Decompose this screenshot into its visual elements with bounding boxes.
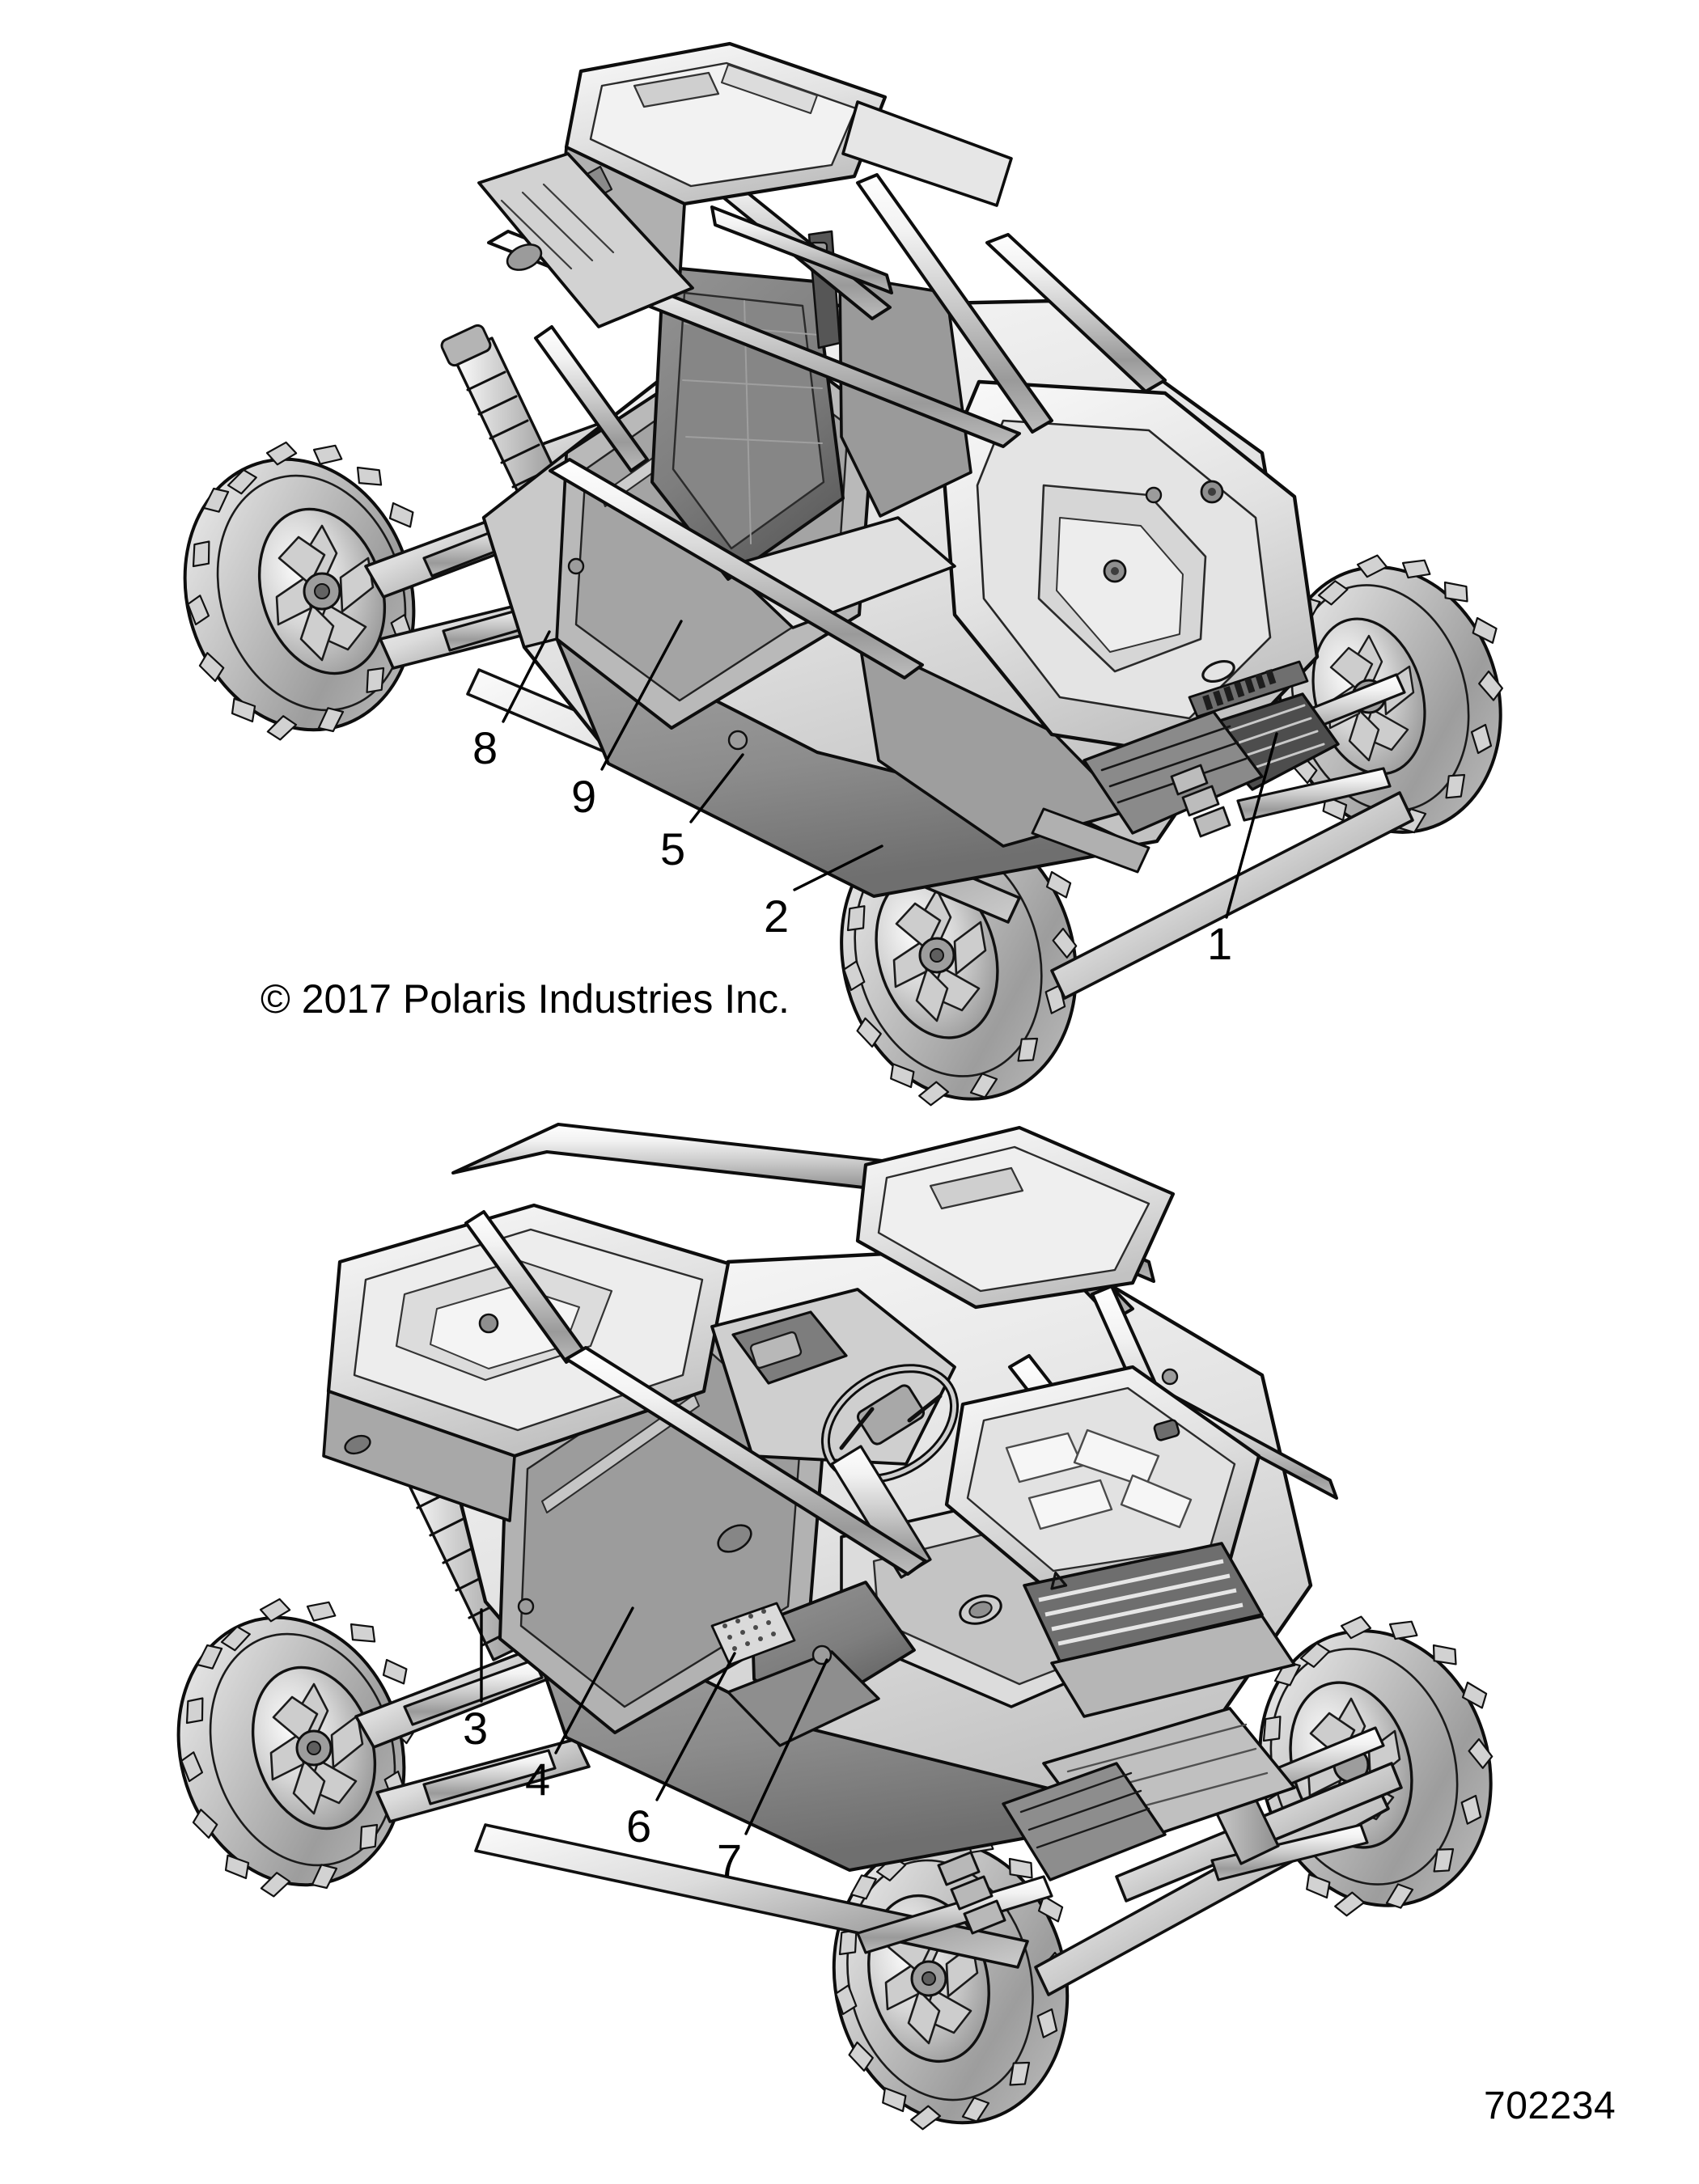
wheel-right-lower <box>1257 1614 1496 1919</box>
underbody-lower <box>710 1594 1296 1935</box>
dash-steering-lower <box>710 1288 960 1579</box>
mesh-screen-lower <box>710 1602 796 1666</box>
rear-deck-upper <box>477 152 694 328</box>
chassis-tubes-upper <box>364 346 1414 1000</box>
callout-number-3: 3 <box>463 1703 488 1754</box>
leader-4 <box>554 1606 634 1754</box>
suspension-links-lower <box>403 1658 1385 1954</box>
seats-lower <box>727 1581 916 1747</box>
leader-lines <box>480 620 1278 1835</box>
callout-number-5: 5 <box>660 823 685 874</box>
body-tub-upper <box>481 298 1297 898</box>
shock-right-lower <box>1162 1684 1280 1865</box>
leader-7 <box>744 1658 828 1835</box>
shock-left-lower <box>390 1437 536 1661</box>
copyright-notice: © 2017 Polaris Industries Inc. <box>261 976 790 1022</box>
hood-lower <box>322 1203 731 1522</box>
leader-2 <box>793 844 883 891</box>
callout-number-7: 7 <box>717 1835 742 1886</box>
wheel-front-right <box>1277 552 1506 843</box>
callout-number-2: 2 <box>764 891 789 942</box>
cargo-box-upper <box>558 41 1013 283</box>
leader-8 <box>502 630 551 723</box>
fasteners-lower <box>517 1368 1179 1666</box>
upper-vehicle-illustration <box>183 41 1506 1109</box>
wheel-front-left <box>840 803 1080 1109</box>
shock-rear-upper <box>440 324 573 524</box>
chassis-tubes-lower <box>354 1637 1403 1996</box>
cargo-box-lower <box>944 1365 1296 1718</box>
part-number: 702234 <box>1484 2085 1616 2127</box>
roll-cage-lower <box>451 1123 1338 1576</box>
leader-5 <box>689 753 744 823</box>
lower-vehicle-illustration <box>176 1123 1496 2133</box>
callout-number-6: 6 <box>626 1801 651 1852</box>
hood-front-clip-upper <box>941 379 1340 791</box>
leader-1 <box>1225 732 1278 919</box>
fasteners-upper <box>567 486 1163 751</box>
roll-cage-upper <box>487 142 1167 679</box>
wheel-front-lower <box>832 1827 1072 2133</box>
wheel-rear-left <box>183 439 426 744</box>
wheel-left-lower <box>176 1596 419 1901</box>
seats-upper <box>650 230 972 629</box>
drivetrain-upper <box>1031 710 1264 874</box>
roof-lower <box>855 1125 1176 1310</box>
callout-number-1: 1 <box>1207 918 1232 969</box>
body-lower <box>451 1243 1313 1872</box>
callout-number-9: 9 <box>571 771 596 822</box>
leader-6 <box>655 1652 736 1801</box>
callout-number-4: 4 <box>525 1754 550 1805</box>
leader-9 <box>600 620 683 771</box>
callout-number-8: 8 <box>472 722 498 773</box>
